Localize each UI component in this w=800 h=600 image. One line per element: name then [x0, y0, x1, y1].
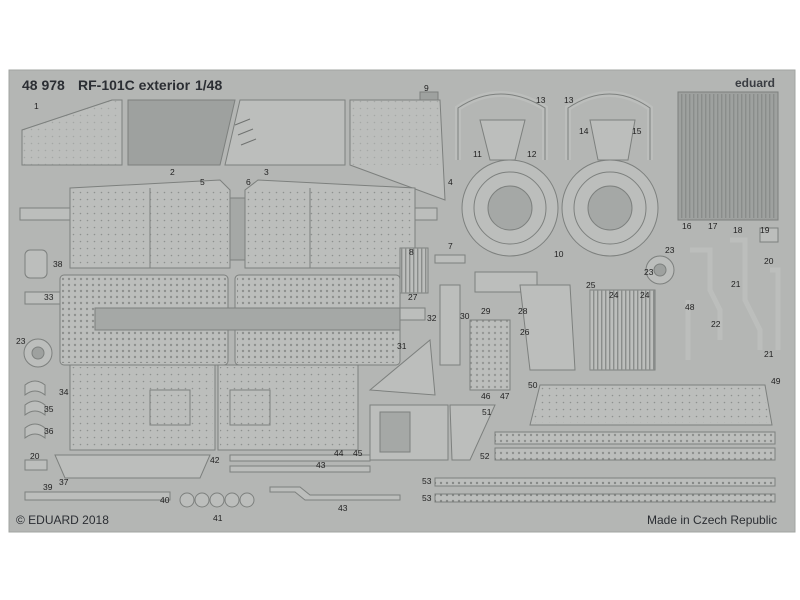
part-number: 26 — [520, 327, 530, 337]
part-number: 43 — [338, 503, 348, 513]
part-number: 27 — [408, 292, 418, 302]
part-number: 13 — [536, 95, 546, 105]
part-number: 32 — [427, 313, 437, 323]
part-3 — [224, 99, 346, 166]
part-number: 44 — [334, 448, 344, 458]
part-number: 1 — [34, 101, 39, 111]
brand-logo-text: eduard — [735, 76, 776, 90]
part-4 — [349, 99, 446, 201]
part-number: 47 — [500, 391, 510, 401]
part-number: 46 — [481, 391, 491, 401]
part-number: 3 — [264, 167, 269, 177]
part-31 — [368, 339, 436, 396]
part-number: 22 — [711, 319, 721, 329]
product-title: RF-101C exterior — [78, 77, 191, 93]
part-number: 41 — [213, 513, 223, 523]
part-number: 35 — [44, 404, 54, 414]
part-number: 37 — [59, 477, 69, 487]
part-21-22-48 — [685, 237, 781, 360]
part-52 — [494, 431, 776, 461]
part-number: 15 — [632, 126, 642, 136]
part-number: 33 — [44, 292, 54, 302]
part-number: 24 — [640, 290, 650, 300]
part-37 — [54, 454, 211, 479]
part-number: 23 — [644, 267, 654, 277]
part-number: 9 — [424, 83, 429, 93]
mid-small-parts — [399, 247, 675, 391]
part-number: 39 — [43, 482, 53, 492]
part-number: 23 — [665, 245, 675, 255]
part-number: 20 — [764, 256, 774, 266]
part-number: 17 — [708, 221, 718, 231]
part-number: 28 — [518, 306, 528, 316]
left-small-parts — [23, 249, 53, 471]
part-number: 24 — [609, 290, 619, 300]
part-number: 48 — [685, 302, 695, 312]
part-number: 52 — [480, 451, 490, 461]
part-number: 4 — [448, 177, 453, 187]
part-9 — [419, 91, 439, 101]
part-number: 11 — [473, 149, 482, 159]
part-49-50 — [529, 384, 773, 426]
origin-text: Made in Czech Republic — [647, 513, 778, 527]
part-39-40-41 — [24, 491, 255, 508]
part-number: 13 — [564, 95, 574, 105]
mid-panel-round-holes — [24, 274, 426, 366]
part-16-17-strips — [677, 91, 779, 243]
part-number: 34 — [59, 387, 69, 397]
part-number: 2 — [170, 167, 175, 177]
part-number: 38 — [53, 259, 63, 269]
set-number: 48 978 — [22, 77, 65, 93]
part-number: 49 — [771, 376, 781, 386]
copyright-text: © EDUARD 2018 — [16, 513, 109, 527]
part-number: 40 — [160, 495, 170, 505]
part-number: 42 — [210, 455, 220, 465]
part-number: 45 — [353, 448, 363, 458]
part-42-43-rails — [229, 454, 401, 501]
part-10-wheel-hubs — [461, 159, 659, 257]
part-number: 31 — [397, 341, 407, 351]
part-number: 5 — [200, 177, 205, 187]
part-number: 19 — [760, 225, 770, 235]
part-number: 12 — [527, 149, 537, 159]
part-number: 53 — [422, 476, 432, 486]
part-number: 50 — [528, 380, 538, 390]
part-number: 23 — [16, 336, 26, 346]
part-number: 8 — [409, 247, 414, 257]
part-number: 25 — [586, 280, 596, 290]
part-number: 10 — [554, 249, 564, 259]
part-number: 53 — [422, 493, 432, 503]
part-number: 21 — [731, 279, 741, 289]
part-number: 14 — [579, 126, 589, 136]
part-number: 51 — [482, 407, 492, 417]
part-1 — [21, 99, 123, 166]
part-number: 7 — [448, 241, 453, 251]
part-number: 16 — [682, 221, 692, 231]
part-number: 6 — [246, 177, 251, 187]
part-45-47 — [369, 404, 496, 461]
part-number: 36 — [44, 426, 54, 436]
part-number: 20 — [30, 451, 40, 461]
part-53 — [434, 477, 776, 503]
upper-skin-panel — [19, 179, 438, 269]
part-number: 21 — [764, 349, 774, 359]
part-number: 18 — [733, 225, 743, 235]
part-number: 30 — [460, 311, 470, 321]
part-number: 43 — [316, 460, 326, 470]
scale-label: 1/48 — [195, 77, 223, 93]
lower-skin-panel — [69, 364, 359, 451]
part-2 — [127, 99, 236, 166]
part-number: 29 — [481, 306, 491, 316]
part-14-15 — [565, 91, 653, 161]
